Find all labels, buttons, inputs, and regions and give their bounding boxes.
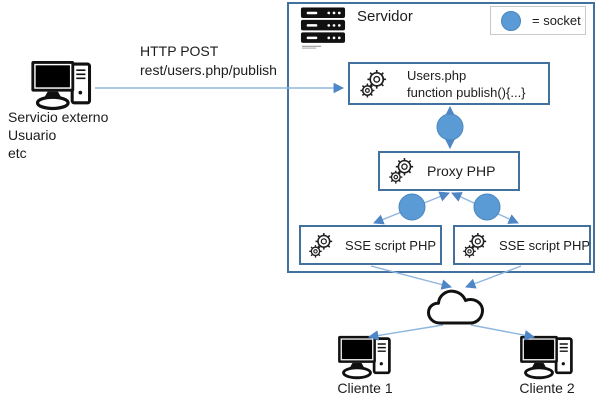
external-service-label-line1: Servicio externo (8, 109, 109, 125)
node-sse-script-2: SSE script PHP (453, 225, 591, 265)
proxy-php-label: Proxy PHP (427, 162, 496, 179)
node-users-php: Users.php function publish(){...} (348, 62, 550, 105)
sse-script-2-label: SSE script PHP (499, 237, 591, 253)
external-service-label: Servicio externo Usuario etc (8, 108, 108, 162)
external-computer-icon (30, 60, 96, 111)
gear-icon (359, 69, 387, 99)
socket-legend-icon (501, 10, 521, 31)
external-service-label-line2: Usuario (8, 127, 57, 143)
users-php-line2: function publish(){...} (407, 84, 526, 100)
client2-label: Cliente 2 (519, 380, 575, 396)
server-rack-icon (300, 7, 346, 49)
server-title: Servidor (357, 8, 413, 25)
node-sse-script-1: SSE script PHP (299, 225, 442, 265)
client1-computer-icon (337, 335, 395, 380)
http-request-line2: rest/users.php/publish (140, 62, 277, 78)
gear-icon (308, 232, 333, 259)
node-proxy-php: Proxy PHP (378, 151, 520, 191)
external-service-label-line3: etc (8, 145, 27, 161)
sse-script-1-label: SSE script PHP (345, 237, 437, 253)
users-php-line1: Users.php (407, 67, 467, 83)
http-request-label: HTTP POST rest/users.php/publish (140, 42, 277, 80)
gear-icon (462, 232, 487, 259)
legend: = socket (490, 6, 586, 35)
cloud-icon (427, 289, 484, 325)
http-request-line1: HTTP POST (140, 43, 219, 59)
legend-label: = socket (532, 13, 581, 28)
client1-label: Cliente 1 (337, 380, 393, 396)
client2-computer-icon (519, 335, 577, 380)
gear-icon (388, 157, 414, 185)
